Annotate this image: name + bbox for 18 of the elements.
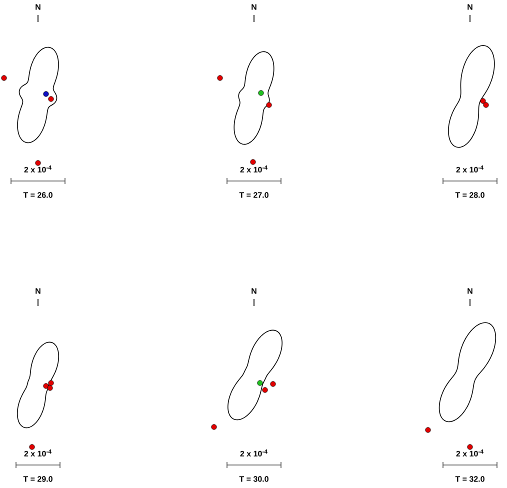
north-label: N xyxy=(468,288,472,294)
scale-label: 2 x 10$^{-4}$ xyxy=(24,165,52,172)
scale-label: 2 x 10$^{-4}$ xyxy=(24,449,52,456)
temperature-label: T = 27.0 xyxy=(239,192,268,198)
scale-label: 2 x 10$^{-4}$ xyxy=(456,165,484,172)
temperature-label: T = 30.0 xyxy=(239,476,268,482)
temperature-label: T = 28.0 xyxy=(455,192,484,198)
north-label: N xyxy=(36,4,40,10)
scale-label: 2 x 10$^{-4}$ xyxy=(456,449,484,456)
scale-label: 2 x 10$^{-4}$ xyxy=(240,165,268,172)
temperature-label: T = 26.0 xyxy=(23,192,52,198)
scale-label: 2 x 10$^{-4}$ xyxy=(240,449,268,456)
north-label: N xyxy=(252,4,256,10)
north-label: N xyxy=(468,4,472,10)
north-label: N xyxy=(36,288,40,294)
temperature-label: T = 29.0 xyxy=(23,476,52,482)
north-label: N xyxy=(252,288,256,294)
temperature-label: T = 32.0 xyxy=(455,476,484,482)
